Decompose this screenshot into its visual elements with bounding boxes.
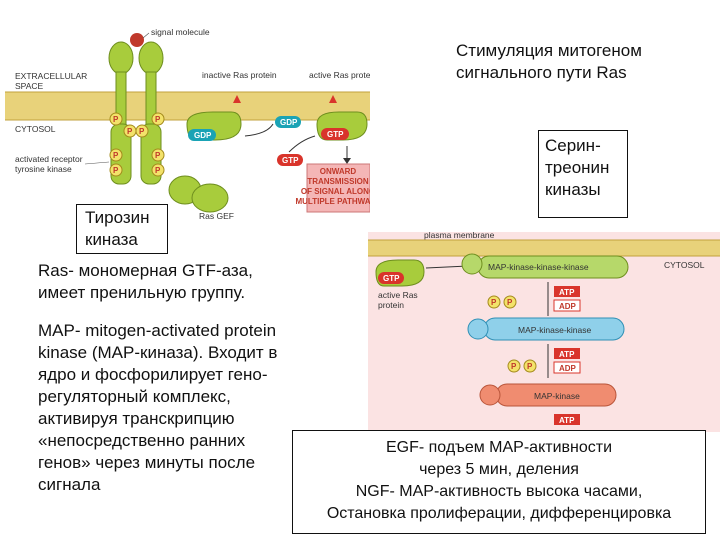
plasma-membrane-band (5, 92, 370, 120)
svg-text:ADP: ADP (559, 364, 577, 373)
svg-text:GDP: GDP (194, 131, 212, 140)
svg-text:P: P (139, 127, 145, 136)
adp-pill-1 (553, 299, 581, 312)
egf-line-1: EGF- подъем MAP-активности (385, 439, 613, 456)
gtp-pill-2 (378, 272, 404, 284)
signal-molecule-label: signal molecule (151, 27, 210, 37)
atp-pill-3 (554, 414, 580, 425)
adp-pill-2 (553, 361, 581, 374)
ras-description: Ras- мономерная GTF-аза, имеет пренильну… (38, 261, 253, 302)
svg-text:P: P (527, 362, 533, 371)
tyrosine-kinase-callout: Тирозин киназа (76, 204, 168, 254)
svg-text:MULTIPLE PATHWAYS: MULTIPLE PATHWAYS (295, 197, 370, 206)
map-description: MAP- mitogen-activated protein kinase (M… (38, 321, 278, 494)
gdp-pill (188, 129, 216, 141)
active-ras-label-2: active Ras (378, 290, 418, 300)
extracellular-label-2: SPACE (15, 81, 44, 91)
svg-text:P: P (113, 151, 119, 160)
ngf-line-3: NGF- MAP-активность высока часами, (355, 483, 643, 500)
atp-pill-1 (554, 286, 580, 297)
gtp-pill (321, 128, 349, 140)
svg-text:P: P (155, 151, 161, 160)
active-ras-label: active Ras protein (309, 70, 370, 80)
mapk-label: MAP-kinase (534, 391, 580, 401)
svg-text:GTP: GTP (383, 274, 400, 283)
atp-pill-2 (554, 348, 580, 359)
inactive-ras-label: inactive Ras protein (202, 70, 277, 80)
phosphate-icon-c (507, 359, 521, 373)
extracellular-label: EXTRACELLULAR (15, 71, 87, 81)
plasma-membrane-label: plasma membrane (424, 232, 495, 240)
svg-text:ONWARD: ONWARD (320, 167, 357, 176)
svg-text:ATP: ATP (559, 416, 575, 425)
active-ras-label-3: protein (378, 300, 404, 310)
mapkkk-label: MAP-kinase-kinase-kinase (488, 262, 589, 272)
svg-text:P: P (155, 115, 161, 124)
egf-ngf-box: EGF- подъем MAP-активности через 5 мин, … (292, 430, 706, 534)
cytosol-label: CYTOSOL (15, 124, 56, 134)
svg-text:GTP: GTP (327, 130, 344, 139)
ngf-line-4: Остановка пролиферации, дифференцировка (326, 505, 672, 522)
phosphate-icons: P P P P P P P P (109, 112, 165, 177)
onward-transmission-box (306, 163, 370, 213)
receptor-label-2: tyrosine kinase (15, 164, 72, 174)
svg-text:GTP: GTP (282, 156, 299, 165)
ras-activation-figure: EXTRACELLULAR SPACE CYTOSOL signal molec… (5, 27, 370, 221)
mapkk-label: MAP-kinase-kinase (518, 325, 591, 335)
svg-text:P: P (127, 127, 133, 136)
signal-molecule-icon (130, 33, 144, 47)
svg-text:P: P (507, 298, 513, 307)
ser-thr-kinase-callout: Серин- треонин киназы (538, 130, 628, 218)
ras-gef-label: Ras GEF (199, 211, 234, 221)
gtp-incoming-pill (277, 154, 303, 166)
svg-text:P: P (155, 166, 161, 175)
svg-text:ADP: ADP (559, 302, 577, 311)
ras-gef (168, 175, 229, 213)
svg-text:P: P (491, 298, 497, 307)
egf-line-2: через 5 мин, деления (419, 461, 579, 478)
cytosol-label-2: CYTOSOL (664, 260, 705, 270)
lipid-anchor-icon (233, 95, 241, 103)
svg-text:P: P (113, 166, 119, 175)
map-kinase-cascade-svg: plasma membrane CYTOSOL GTP active Ras p… (368, 230, 720, 425)
svg-text:ATP: ATP (559, 288, 575, 297)
lipid-anchor-icon-2 (329, 95, 337, 103)
phosphate-icon-b (503, 295, 517, 309)
svg-text:GDP: GDP (280, 118, 298, 127)
svg-text:P: P (511, 362, 517, 371)
phosphate-icon-d (523, 359, 537, 373)
gdp-released-pill (275, 116, 301, 128)
svg-text:ATP: ATP (559, 350, 575, 359)
phosphate-icon-a (487, 295, 501, 309)
svg-text:OF SIGNAL ALONG: OF SIGNAL ALONG (301, 187, 370, 196)
receptor-label: activated receptor (15, 154, 83, 164)
page-title: Стимуляция митогеном сигнального пути Ra… (456, 41, 642, 82)
svg-text:TRANSMISSION: TRANSMISSION (307, 177, 369, 186)
map-kinase-cascade-figure: plasma membrane CYTOSOL GTP active Ras p… (368, 230, 720, 432)
svg-text:P: P (113, 115, 119, 124)
